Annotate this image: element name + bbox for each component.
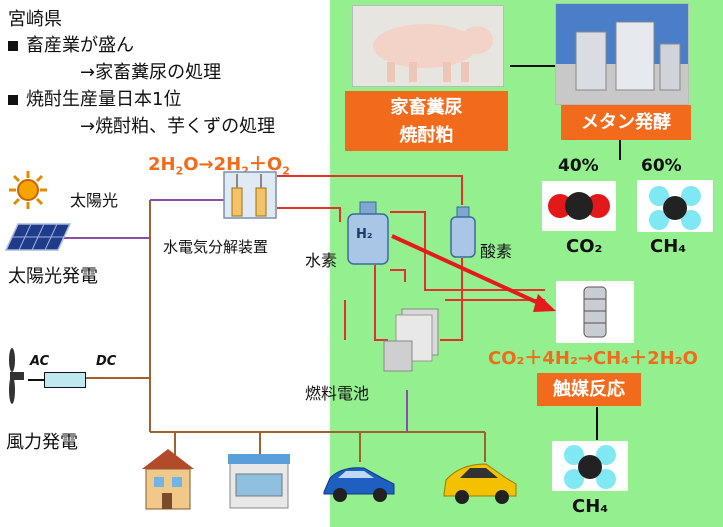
ac-label: AC bbox=[30, 354, 50, 369]
ch4-label: CH₄ bbox=[650, 236, 687, 257]
bullet-1: 畜産業が盛ん bbox=[8, 31, 134, 57]
blue-car-icon bbox=[323, 467, 395, 502]
hydrogen-arrow bbox=[391, 234, 546, 308]
biomass-source-line2: 焼酎粕 bbox=[399, 125, 454, 146]
electrolyzer-label: 水電気分解装置 bbox=[163, 238, 269, 256]
solar-light-label: 太陽光 bbox=[70, 191, 119, 210]
catalytic-reactor-icon bbox=[583, 286, 607, 338]
catalytic-reaction-box: 触媒反応 bbox=[537, 373, 641, 406]
hydrogen-tank-icon bbox=[347, 201, 389, 265]
pig-photo bbox=[352, 5, 504, 87]
dc-label: DC bbox=[96, 354, 117, 369]
electrolyzer-icon bbox=[223, 171, 277, 219]
wind-turbine-icon bbox=[9, 348, 24, 404]
hydrogen-label: 水素 bbox=[305, 251, 338, 270]
inverter-lead bbox=[28, 379, 44, 381]
co2-label: CO₂ bbox=[566, 236, 603, 257]
co2-percentage: 40% bbox=[558, 156, 599, 176]
oxygen-tank-icon bbox=[450, 206, 476, 258]
methane-fermentation-box: メタン発酵 bbox=[561, 105, 691, 140]
methane-plant-photo bbox=[555, 3, 689, 105]
solar-panel-icon bbox=[4, 223, 72, 251]
house-icon bbox=[142, 449, 194, 510]
hydrogen-tank-label: H₂ bbox=[356, 227, 373, 242]
methanation-equation: CO₂＋4H₂→CH₄＋2H₂O bbox=[488, 348, 698, 369]
ch4-molecule-icon bbox=[649, 186, 701, 230]
oxygen-label: 酸素 bbox=[480, 242, 513, 261]
electrolysis-equation: 2H2O→2H2＋O2 bbox=[148, 154, 290, 178]
bullet-2: 焼酎生産量日本1位 bbox=[8, 85, 181, 111]
ch4-product-icon bbox=[564, 445, 616, 489]
solar-power-label: 太陽光発電 bbox=[8, 266, 98, 287]
region-title: 宮崎県 bbox=[8, 9, 62, 30]
fuel-cell-label: 燃料電池 bbox=[305, 384, 370, 403]
bullet-marker bbox=[8, 95, 18, 105]
bullet-2-text: 焼酎生産量日本1位 bbox=[26, 89, 182, 110]
ch4-percentage: 60% bbox=[641, 156, 682, 176]
co2-molecule-icon bbox=[548, 192, 610, 220]
bullet-1-text: 畜産業が盛ん bbox=[26, 35, 134, 56]
biomass-source-line1: 家畜糞尿 bbox=[390, 97, 463, 118]
shop-icon bbox=[228, 454, 290, 509]
biomass-source-box: 家畜糞尿 焼酎粕 bbox=[345, 91, 508, 151]
fuel-cell-icon bbox=[383, 308, 439, 372]
bullet-marker bbox=[8, 41, 18, 51]
ch4-product-label: CH₄ bbox=[572, 496, 609, 517]
sun-icon bbox=[9, 171, 47, 209]
hydrogen-arrow-head bbox=[533, 294, 556, 312]
wind-power-label: 風力発電 bbox=[6, 432, 78, 453]
yellow-car-icon bbox=[443, 463, 517, 504]
bullet-2-detail: →焼酎粕、芋くずの処理 bbox=[80, 116, 276, 137]
bullet-1-detail: →家畜糞尿の処理 bbox=[80, 62, 222, 83]
inverter-box bbox=[44, 372, 86, 388]
